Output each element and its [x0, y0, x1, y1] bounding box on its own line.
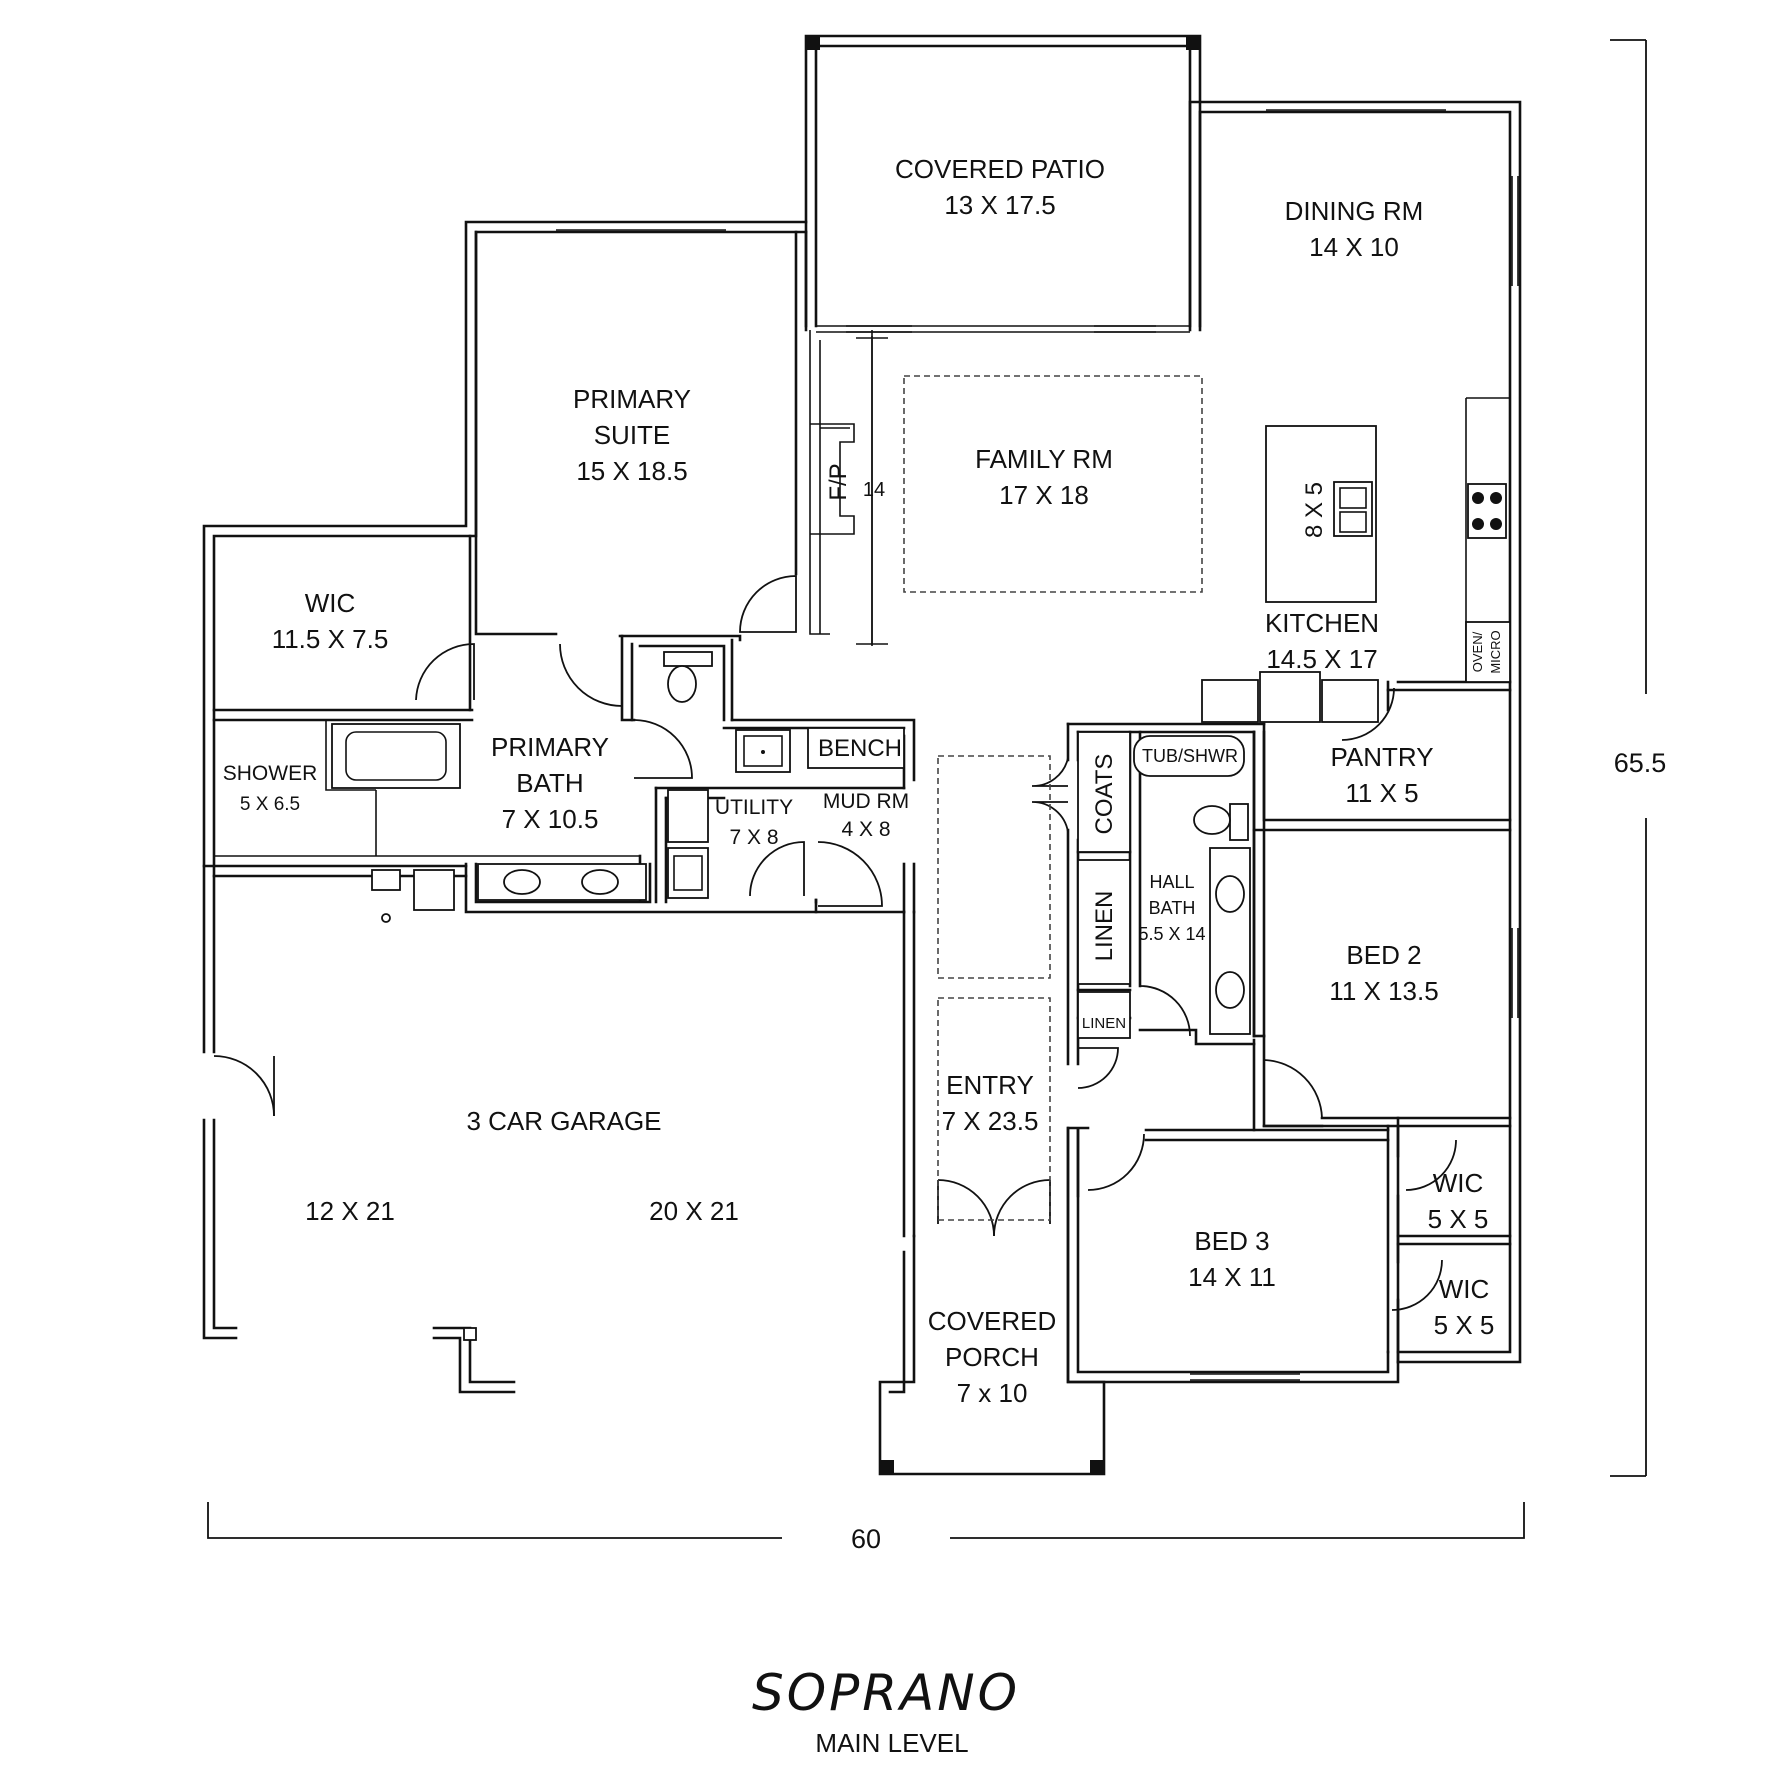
plan-title: SOPRANO [752, 1664, 1020, 1722]
family-room-area [903, 375, 1203, 593]
family-room-name: FAMILY RM [975, 444, 1113, 474]
plan-subtitle: MAIN LEVEL [815, 1728, 968, 1758]
hall-bath-name-2: BATH [1149, 898, 1196, 918]
primary-bath-name-2: BATH [516, 768, 583, 798]
primary-suite-name-1: PRIMARY [573, 384, 691, 414]
hall-bath-size: 5.5 X 14 [1138, 924, 1205, 944]
bed2-name: BED 2 [1346, 940, 1421, 970]
kitchen-size: 14.5 X 17 [1266, 644, 1377, 674]
room-labels: COVERED PATIO 13 X 17.5 DINING RM 14 X 1… [223, 154, 1667, 1758]
hall-tub [1133, 735, 1245, 777]
utility-name: UTILITY [715, 796, 793, 819]
primary-suite-name-2: SUITE [594, 420, 671, 450]
depth-dimension-label: 65.5 [1614, 748, 1667, 778]
wic-a-size: 5 X 5 [1428, 1204, 1489, 1234]
mudroom-bench [807, 727, 905, 769]
mud-rm-name: MUD RM [823, 790, 909, 813]
wic-b-name: WIC [1439, 1274, 1490, 1304]
primary-bath-name-1: PRIMARY [491, 732, 609, 762]
garage-name: 3 CAR GARAGE [466, 1106, 661, 1136]
bed2-size: 11 X 13.5 [1329, 976, 1438, 1006]
bench-label: BENCH [818, 735, 902, 762]
utility-size: 7 X 8 [729, 826, 778, 849]
bed3-size: 14 X 11 [1188, 1262, 1276, 1292]
oven-micro [1465, 621, 1511, 683]
entry-size: 7 X 23.5 [942, 1106, 1039, 1136]
linen-closet [1077, 859, 1131, 985]
family-room-size: 17 X 18 [999, 480, 1089, 510]
pantry-name: PANTRY [1330, 742, 1433, 772]
mud-rm-size: 4 X 8 [841, 818, 890, 841]
porch-name-2: PORCH [945, 1342, 1039, 1372]
wic-b-size: 5 X 5 [1434, 1310, 1495, 1340]
covered-patio-name: COVERED PATIO [895, 154, 1105, 184]
linen-small-label: LINEN [1082, 1015, 1126, 1032]
bed3-name: BED 3 [1194, 1226, 1269, 1256]
wic-primary-size: 11.5 X 7.5 [272, 624, 389, 654]
wic-a-name: WIC [1433, 1168, 1484, 1198]
entry-name: ENTRY [946, 1070, 1034, 1100]
island-size: 8 X 5 [1301, 482, 1328, 538]
porch-size: 7 x 10 [957, 1378, 1028, 1408]
width-dimension-label: 60 [851, 1524, 881, 1554]
pantry-size: 11 X 5 [1345, 778, 1418, 808]
dining-size: 14 X 10 [1309, 232, 1399, 262]
fireplace-label: F/P [825, 463, 852, 500]
shower-name: SHOWER [223, 762, 318, 785]
tub-shwr-label: TUB/SHWR [1142, 746, 1238, 766]
oven-label-1: OVEN/ [1470, 631, 1485, 672]
linen-large-label: LINEN [1091, 891, 1118, 962]
garage-size-left: 12 X 21 [305, 1196, 395, 1226]
bathtub [331, 723, 461, 789]
cooktop [1467, 483, 1507, 539]
shower-size: 5 X 6.5 [240, 794, 300, 815]
covered-patio-size: 13 X 17.5 [944, 190, 1055, 220]
fireplace-dimension-label: 14 [863, 479, 885, 501]
coats-label: COATS [1091, 754, 1118, 835]
primary-bath-size: 7 X 10.5 [502, 804, 599, 834]
garage-size-right: 20 X 21 [649, 1196, 739, 1226]
dining-name: DINING RM [1285, 196, 1424, 226]
kitchen-name: KITCHEN [1265, 608, 1379, 638]
dimension-lines [207, 39, 1647, 1539]
porch-name-1: COVERED [928, 1306, 1057, 1336]
windows [556, 101, 1519, 1381]
primary-suite-size: 15 X 18.5 [576, 456, 687, 486]
linen-closet-small [1077, 991, 1131, 1039]
oven-label-2: MICRO [1488, 630, 1503, 673]
wic-primary-name: WIC [305, 588, 356, 618]
hall-bath-name-1: HALL [1149, 872, 1194, 892]
fixtures [331, 375, 1511, 1341]
coats-closet [1077, 731, 1131, 853]
